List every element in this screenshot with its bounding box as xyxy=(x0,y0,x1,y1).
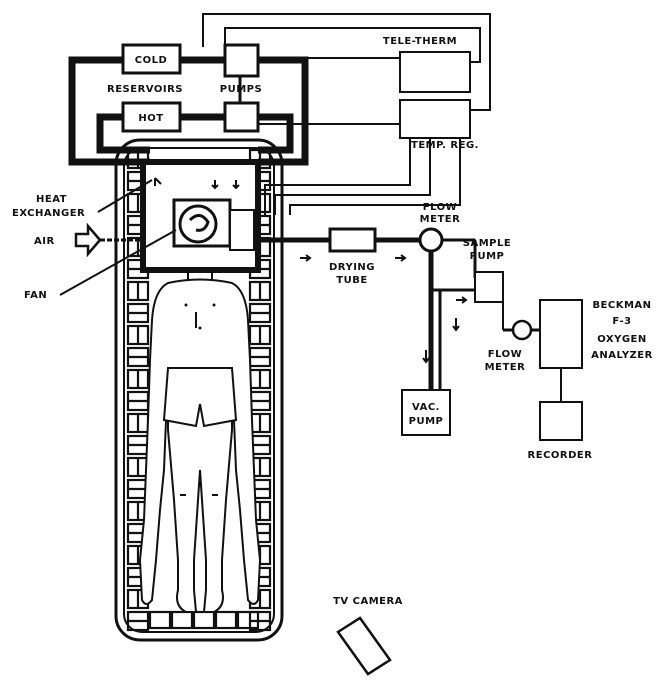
tele-therm-box xyxy=(399,51,471,93)
exchanger-label: EXCHANGER xyxy=(12,208,85,219)
flow-meter-2-circle xyxy=(511,319,533,341)
meter-label-top: METER xyxy=(420,214,461,225)
vac-pump-label: PUMP xyxy=(409,416,444,427)
vac-label: VAC. xyxy=(412,402,440,413)
tele-therm-label: TELE-THERM xyxy=(383,36,457,47)
pump-bottom-box xyxy=(223,101,260,133)
temp-reg-label: TEMP. REG. xyxy=(411,140,479,151)
recorder-box xyxy=(539,401,583,441)
sample-label: SAMPLE xyxy=(463,238,511,249)
oxygen-analyzer-box xyxy=(539,299,583,369)
flow-label-2: FLOW xyxy=(488,349,522,360)
fan-label: FAN xyxy=(24,290,47,301)
drying-label: DRYING xyxy=(329,262,375,273)
analyzer-label: ANALYZER xyxy=(591,350,653,361)
reservoirs-label: RESERVOIRS xyxy=(107,84,183,95)
tube-label: TUBE xyxy=(336,275,367,286)
pumps-label: PUMPS xyxy=(220,84,262,95)
vac-pump-box xyxy=(401,389,451,436)
flow-meter-circle xyxy=(418,227,444,253)
air-inlet-arrow xyxy=(74,222,102,258)
beckman-label: BECKMAN xyxy=(592,300,651,311)
recorder-label: RECORDER xyxy=(528,450,593,461)
head-chamber xyxy=(140,159,261,273)
f3-label: F-3 xyxy=(612,316,631,327)
coolant-circuit xyxy=(68,13,491,215)
cold-reservoir-box xyxy=(121,43,182,75)
cold-label: COLD xyxy=(135,55,168,66)
hot-label: HOT xyxy=(138,113,163,124)
sample-pump-box xyxy=(474,271,504,303)
tv-camera-icon xyxy=(336,616,392,676)
drying-tube-box xyxy=(328,227,377,253)
flow-meter-label-top: FLOW xyxy=(423,202,457,213)
tv-camera-label: TV CAMERA xyxy=(333,596,403,607)
hot-reservoir-box xyxy=(121,101,182,133)
pump-top-box xyxy=(223,43,260,78)
sample-pump-label: PUMP xyxy=(470,251,505,262)
exhaust-line xyxy=(258,227,477,390)
patient-figure xyxy=(138,268,262,613)
heat-label: HEAT xyxy=(36,194,67,205)
meter-label-2: METER xyxy=(485,362,526,373)
oxygen-label: OXYGEN xyxy=(597,334,647,345)
head xyxy=(178,204,218,244)
temp-reg-box xyxy=(399,99,471,139)
air-label: AIR xyxy=(34,236,55,247)
